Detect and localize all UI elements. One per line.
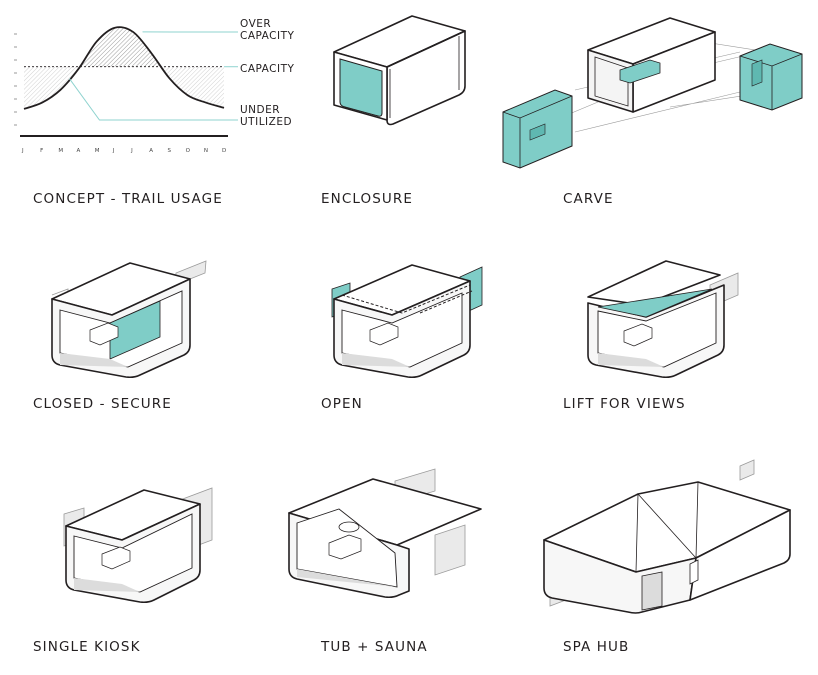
month-tick-9: O	[185, 148, 190, 154]
month-tick-6: J	[131, 148, 133, 154]
label-over-capacity: OVER CAPACITY	[240, 18, 294, 42]
label-over-line1: OVER	[240, 18, 272, 30]
caption-tub-sauna: TUB + SAUNA	[321, 639, 428, 655]
tub-circle	[338, 521, 360, 533]
open-slide-arrow-bottom	[419, 290, 473, 314]
open-diagram	[320, 255, 495, 379]
under-utilized-region	[24, 66, 224, 109]
caption-carve: CARVE	[563, 191, 614, 207]
leader-line-2	[69, 78, 238, 121]
carve-teal-block-right	[739, 43, 803, 111]
closed-teal-panel	[109, 300, 161, 360]
tub-sauna-diagram	[285, 465, 500, 605]
caption-open: OPEN	[321, 396, 363, 412]
month-tick-3: A	[76, 148, 81, 154]
spa-hub-diagram	[540, 459, 805, 620]
closed-secure-diagram	[40, 255, 220, 379]
month-tick-8: S	[167, 148, 171, 154]
chart-plot	[14, 26, 238, 137]
month-tick-0: J	[22, 148, 24, 154]
month-tick-11: D	[222, 148, 227, 154]
enclosure-diagram	[320, 12, 480, 126]
caption-enclosure: ENCLOSURE	[321, 191, 413, 207]
month-tick-5: J	[112, 148, 115, 154]
month-tick-10: N	[203, 148, 208, 154]
over-capacity-region	[80, 27, 161, 67]
enclosure-teal-interior	[339, 58, 383, 117]
open-slide-arrow-top	[341, 284, 471, 314]
lift-raised-roof	[587, 260, 721, 306]
caption-single-kiosk: SINGLE KIOSK	[33, 639, 141, 655]
caption-lift-for-views: LIFT FOR VIEWS	[563, 396, 686, 412]
single-kiosk-diagram	[60, 470, 240, 604]
label-under-line1: UNDER	[240, 104, 281, 116]
caption-closed-secure: CLOSED - SECURE	[33, 396, 172, 412]
carve-teal-block-center	[619, 59, 661, 84]
usage-series-line	[23, 26, 225, 110]
spa-entry-door	[641, 571, 663, 611]
trail-usage-chart	[14, 10, 238, 160]
label-capacity: CAPACITY	[240, 63, 295, 75]
enclosure-right-face	[386, 30, 466, 126]
caption-spa-hub: SPA HUB	[563, 639, 630, 655]
spa-window	[689, 559, 699, 585]
month-tick-2: M	[58, 148, 64, 154]
label-under-line2: UTILIZED	[240, 116, 293, 128]
lift-for-views-diagram	[580, 255, 750, 379]
month-tick-4: M	[94, 148, 100, 154]
label-over-line2: CAPACITY	[240, 30, 295, 42]
month-tick-7: A	[149, 148, 154, 154]
carve-diagram	[500, 12, 810, 169]
lift-teal-glazing	[597, 288, 713, 318]
month-tick-1: F	[40, 148, 44, 154]
spa-side-face	[689, 509, 791, 601]
label-under-utilized: UNDER UTILIZED	[240, 104, 292, 128]
caption-concept: CONCEPT - TRAIL USAGE	[33, 191, 223, 207]
